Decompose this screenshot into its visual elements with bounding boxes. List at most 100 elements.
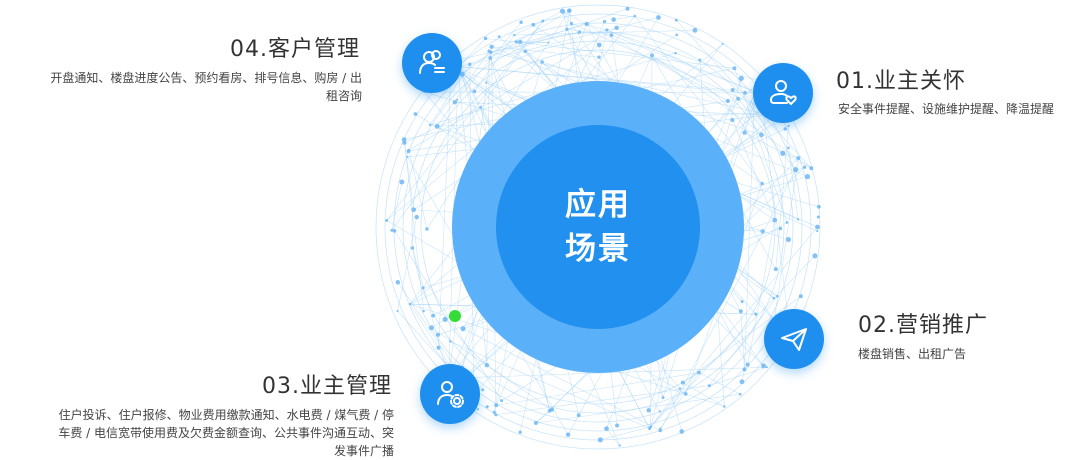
network-node: [477, 408, 479, 410]
network-node: [541, 20, 544, 23]
network-node: [674, 52, 677, 55]
network-node: [662, 396, 665, 399]
network-node: [766, 366, 768, 368]
network-node: [518, 40, 522, 44]
network-node: [793, 167, 798, 172]
network-node: [385, 219, 388, 222]
network-node: [396, 280, 400, 284]
network-node: [809, 166, 813, 170]
network-node: [741, 300, 744, 303]
network-node: [560, 9, 565, 14]
network-node: [787, 146, 790, 149]
desc-line: 住户投诉、住户报修、物业费用缴款通知、水电费 / 煤气费 / 停: [0, 406, 394, 424]
network-node: [754, 312, 757, 315]
network-node: [611, 17, 616, 22]
network-node: [498, 35, 501, 38]
network-node: [626, 7, 630, 11]
network-node: [411, 246, 414, 249]
network-node: [436, 333, 440, 337]
network-node: [817, 205, 821, 209]
network-node: [774, 267, 778, 271]
network-node: [567, 8, 572, 13]
network-node: [730, 118, 734, 122]
network-node: [692, 28, 697, 33]
owner-care-desc: 安全事件提醒、设施维护提醒、降温提醒: [838, 100, 1090, 118]
network-node: [614, 26, 618, 30]
network-node: [468, 63, 471, 66]
network-node: [570, 22, 573, 25]
network-node: [443, 317, 448, 322]
network-node: [731, 88, 735, 92]
network-node: [779, 227, 782, 230]
network-node: [578, 30, 581, 33]
network-node: [646, 408, 650, 412]
network-node: [603, 20, 606, 23]
network-node: [487, 49, 491, 53]
network-node: [523, 49, 527, 53]
network-node: [817, 215, 820, 218]
network-node: [697, 371, 701, 375]
network-node: [488, 56, 491, 59]
center-line-2: 场景: [535, 227, 661, 271]
network-node: [708, 384, 711, 387]
network-node: [797, 218, 799, 220]
owner-care-badge[interactable]: [753, 63, 813, 123]
network-link: [398, 217, 417, 311]
network-node: [534, 421, 538, 425]
network-node: [761, 363, 766, 368]
network-node: [681, 381, 685, 385]
network-node: [736, 97, 740, 101]
network-node: [481, 388, 484, 391]
network-node: [411, 207, 416, 212]
network-node: [759, 133, 764, 138]
network-link: [607, 429, 620, 446]
network-node: [815, 225, 820, 230]
highlight-dot: [449, 310, 461, 322]
network-node: [422, 310, 424, 312]
network-node: [733, 66, 737, 70]
network-node: [812, 253, 817, 258]
network-node: [650, 53, 654, 57]
network-node: [780, 151, 785, 156]
network-node: [585, 22, 589, 26]
owner-management-badge[interactable]: [420, 364, 480, 424]
network-node: [679, 387, 681, 389]
desc-line: 发事件广播: [0, 442, 394, 460]
network-node: [633, 15, 636, 18]
network-node: [743, 91, 747, 95]
desc-line: 租咨询: [0, 87, 362, 105]
center-line-1: 应用: [535, 183, 661, 227]
network-node: [597, 55, 600, 58]
network-node: [548, 409, 552, 413]
center-label: 应用 场景: [535, 183, 661, 271]
marketing-badge[interactable]: [764, 309, 824, 369]
network-node: [760, 229, 764, 233]
network-node: [577, 413, 581, 417]
network-node: [799, 294, 803, 298]
user-gear-icon: [433, 377, 467, 411]
network-node: [456, 99, 458, 101]
network-node: [429, 124, 431, 126]
network-node: [597, 43, 602, 48]
network-node: [531, 23, 535, 27]
paper-plane-icon: [777, 322, 811, 356]
network-node: [698, 59, 701, 62]
network-node: [494, 403, 498, 407]
network-node: [805, 174, 810, 179]
network-node: [425, 227, 428, 230]
customer-management-badge[interactable]: [402, 33, 462, 93]
owner-management-title: 03.业主管理: [230, 368, 392, 400]
network-node: [435, 124, 440, 129]
network-node: [605, 28, 608, 31]
network-node: [484, 37, 488, 41]
network-node: [493, 411, 496, 414]
network-node: [598, 437, 603, 442]
network-node: [540, 60, 544, 64]
network-node: [742, 368, 746, 372]
users-list-icon: [415, 46, 449, 80]
network-node: [408, 149, 410, 151]
network-node: [723, 405, 725, 407]
network-node: [816, 230, 818, 232]
network-node: [610, 33, 614, 37]
network-node: [414, 215, 418, 219]
